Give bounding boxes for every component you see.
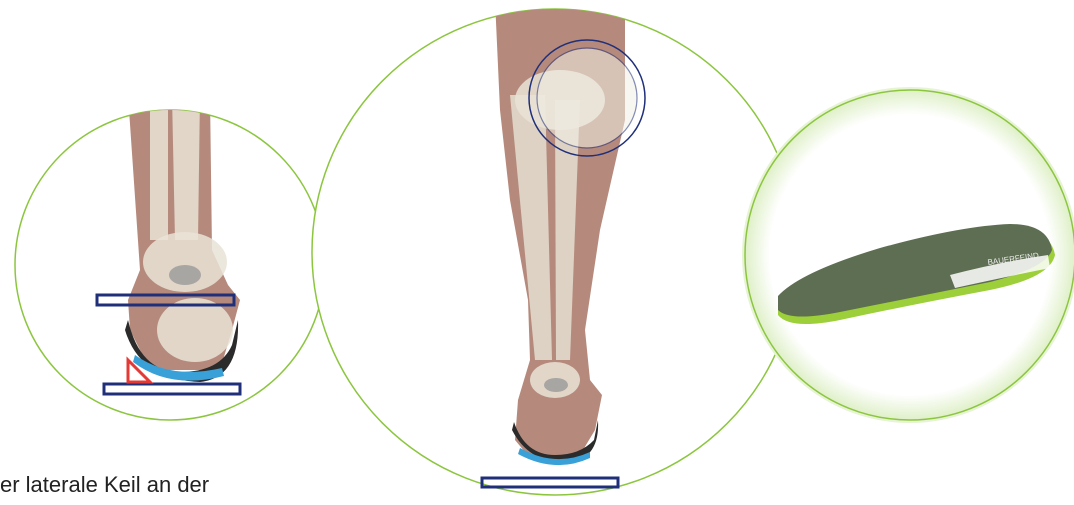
caption-text: er laterale Keil an der (0, 472, 209, 498)
heel-detail-circle (15, 95, 325, 420)
insole-product-circle: BAUERFEIND (742, 87, 1074, 423)
knee-highlight-inner (537, 48, 637, 148)
leg-overview-circle (312, 0, 798, 495)
